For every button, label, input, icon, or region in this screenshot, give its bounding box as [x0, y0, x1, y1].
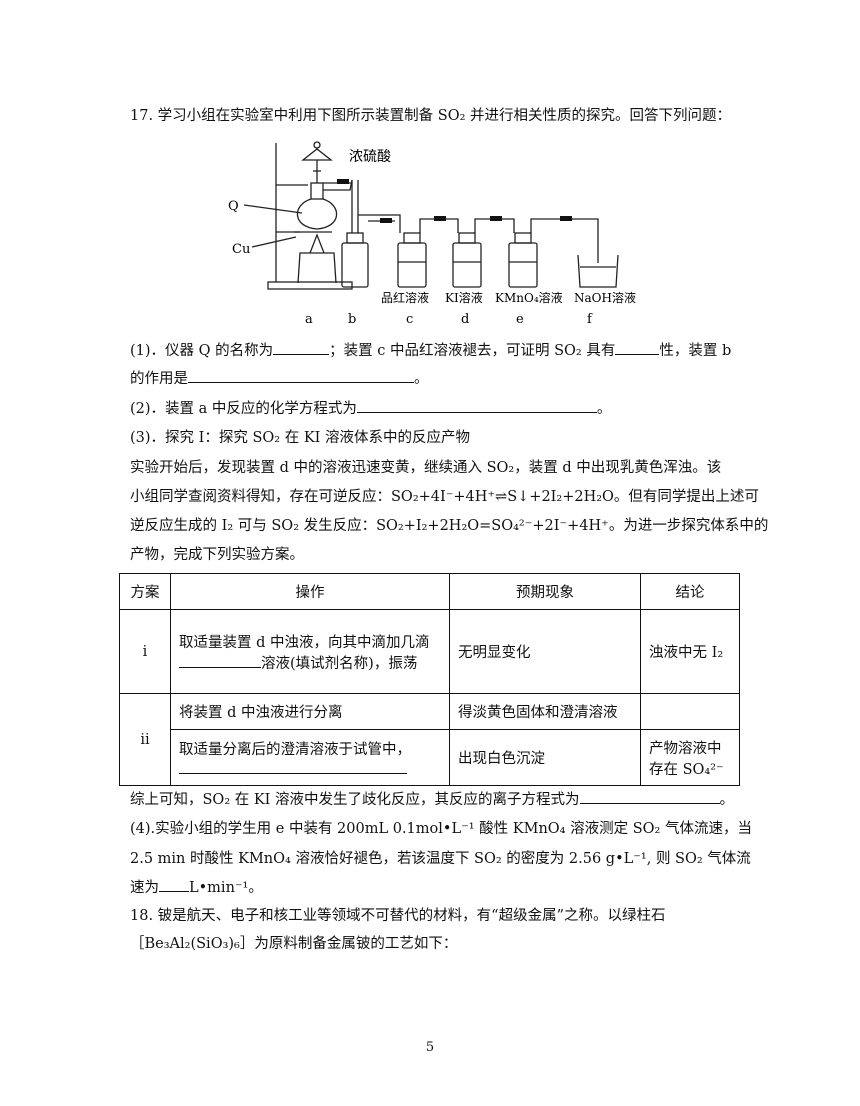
page-number: 5 [425, 1040, 435, 1055]
row-ii-conclusion-2: 产物溶液中 存在 SO₄²⁻ [640, 729, 740, 786]
answer-blank[interactable] [179, 759, 407, 774]
q18-line2: ［Be₃Al₂(SiO₃)₆］为原料制备金属铍的工艺如下： [130, 936, 458, 952]
label-cu: Cu [232, 242, 250, 257]
summary-line: 综上可知，SO₂ 在 KI 溶液中发生了歧化反应，其反应的离子方程式为。 [130, 789, 760, 810]
answer-blank[interactable] [356, 398, 597, 413]
row-ii-operation-1: 将装置 d 中浊液进行分离 [170, 693, 450, 730]
letter-d: d [461, 312, 469, 327]
row-i-conclusion: 浊液中无 I₂ [640, 609, 740, 694]
answer-blank[interactable] [615, 340, 660, 355]
q18-line1: 18. 铍是航天、电子和核工业等领域不可替代的材料，有“超级金属”之称。以绿柱石 [130, 908, 666, 924]
part1-line1: (1)．仪器 Q 的名称为；装置 c 中品红溶液褪去，可证明 SO₂ 具有性，装… [130, 340, 760, 361]
answer-blank[interactable] [179, 653, 261, 668]
apparatus-diagram: 浓硫酸 Q Cu 品红溶液 KI溶液 KMnO₄溶液 NaOH溶液 a b c … [228, 141, 636, 327]
answer-blank[interactable] [188, 368, 414, 383]
answer-blank[interactable] [273, 340, 330, 355]
body-line: 实验开始后，发现装置 d 中的溶液迅速变黄，继续通入 SO₂，装置 d 中出现乳… [130, 460, 722, 476]
row-ii-conclusion-1 [640, 693, 740, 730]
row-i-label: i [119, 609, 171, 694]
header-operation: 操作 [170, 573, 450, 610]
experiment-table: 方案 操作 预期现象 结论 i 取适量装置 d 中浊液，向其中滴加几滴 溶液(填… [119, 573, 740, 786]
body-line: 产物，完成下列实验方案。 [130, 547, 304, 563]
row-ii-label: ii [119, 693, 171, 786]
part4-line2: 2.5 min 时酸性 KMnO₄ 溶液恰好褪色，若该温度下 SO₂ 的密度为 … [130, 851, 751, 867]
letter-c: c [406, 312, 413, 327]
letter-b: b [348, 312, 356, 327]
part2-line: (2)．装置 a 中反应的化学方程式为。 [130, 398, 760, 419]
row-ii-phenomenon-2: 出现白色沉淀 [449, 729, 641, 786]
letter-a: a [305, 312, 313, 327]
reagent-d: KI溶液 [445, 290, 483, 305]
reagent-f: NaOH溶液 [574, 290, 636, 305]
body-line: 逆反应生成的 I₂ 可与 SO₂ 发生反应：SO₂+I₂+2H₂O=SO₄²⁻+… [130, 518, 769, 534]
answer-blank[interactable] [159, 877, 189, 892]
part1-line2: 的作用是。 [130, 368, 760, 389]
body-line: 小组同学查阅资料得知，存在可逆反应：SO₂+4I⁻+4H⁺⇌S↓+2I₂+2H₂… [130, 489, 759, 505]
label-q: Q [228, 199, 239, 214]
row-i-operation: 取适量装置 d 中浊液，向其中滴加几滴 溶液(填试剂名称)，振荡 [170, 609, 450, 694]
header-phenomenon: 预期现象 [449, 573, 641, 610]
reagent-c: 品红溶液 [381, 290, 429, 305]
row-ii-phenomenon-1: 得淡黄色固体和澄清溶液 [449, 693, 641, 730]
q17-intro: 17. 学习小组在实验室中利用下图所示装置制备 SO₂ 并进行相关性质的探究。回… [130, 108, 732, 124]
header-conclusion: 结论 [640, 573, 740, 610]
part4-line1: (4).实验小组的学生用 e 中装有 200mL 0.1mol•L⁻¹ 酸性 K… [130, 821, 752, 837]
row-ii-operation-2: 取适量分离后的澄清溶液于试管中， [170, 729, 450, 786]
row-i-phenomenon: 无明显变化 [449, 609, 641, 694]
answer-blank[interactable] [579, 789, 720, 804]
part3-heading: (3)．探究 I：探究 SO₂ 在 KI 溶液体系中的反应产物 [130, 430, 471, 446]
reagent-e: KMnO₄溶液 [495, 290, 563, 305]
letter-e: e [516, 312, 524, 327]
header-scheme: 方案 [119, 573, 171, 610]
letter-f: f [587, 312, 593, 327]
label-acid: 浓硫酸 [349, 149, 391, 165]
